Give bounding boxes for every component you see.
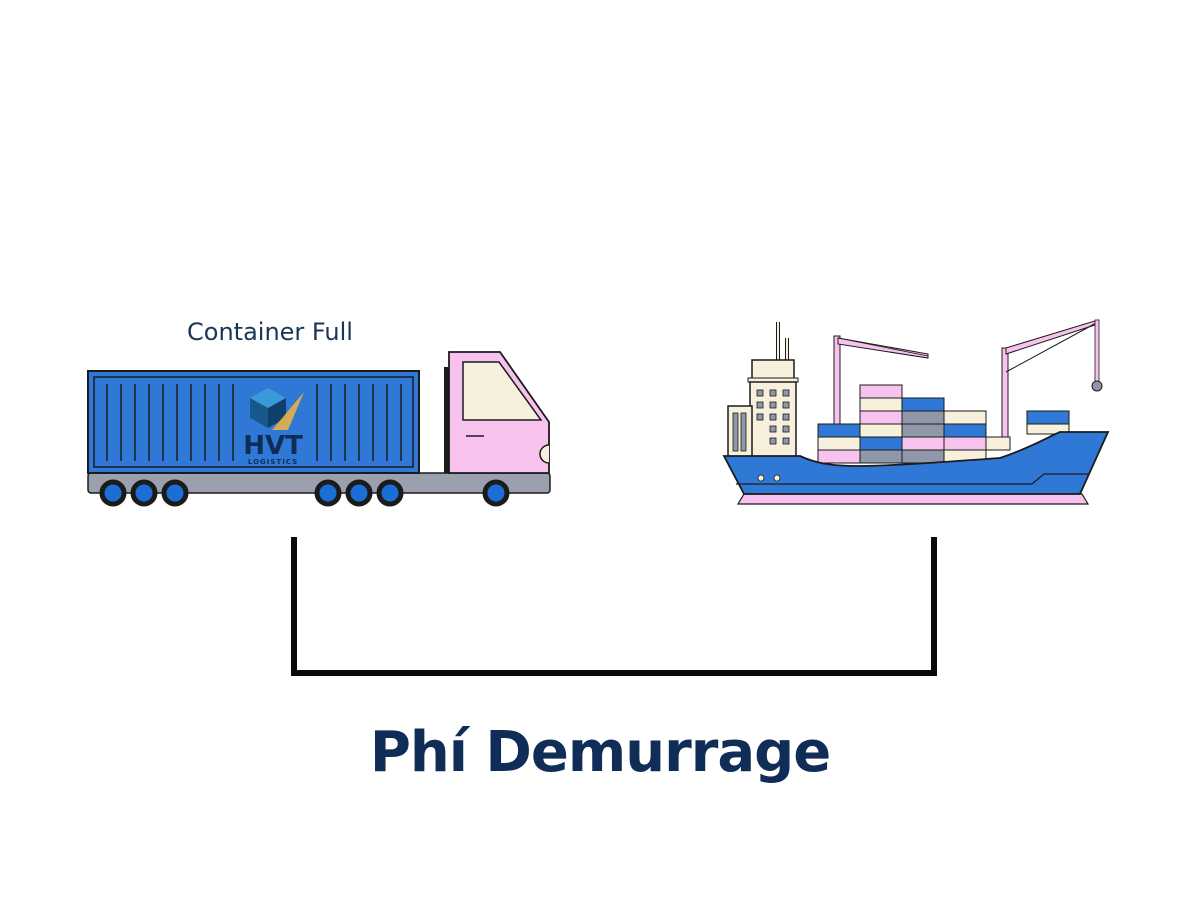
container-full-label: Container Full [187, 318, 353, 346]
cargo-ship-icon [722, 319, 1110, 505]
ship-hull [722, 431, 1110, 495]
container-stack [817, 384, 1070, 464]
truck-cab [448, 351, 550, 474]
logo-subtext: LOGISTICS [248, 458, 298, 466]
truck-icon: HVT LOGISTICS [87, 351, 551, 507]
crane [1001, 319, 1103, 439]
hvt-logo: HVT LOGISTICS [243, 388, 304, 466]
period-bracket [291, 537, 937, 676]
diagram-title: Phí Demurrage [369, 720, 831, 785]
bridge-tower [727, 359, 799, 459]
logo-text: HVT [243, 431, 303, 461]
crane [833, 335, 929, 427]
shipping-container [87, 370, 420, 474]
truck-wheels [99, 479, 510, 507]
